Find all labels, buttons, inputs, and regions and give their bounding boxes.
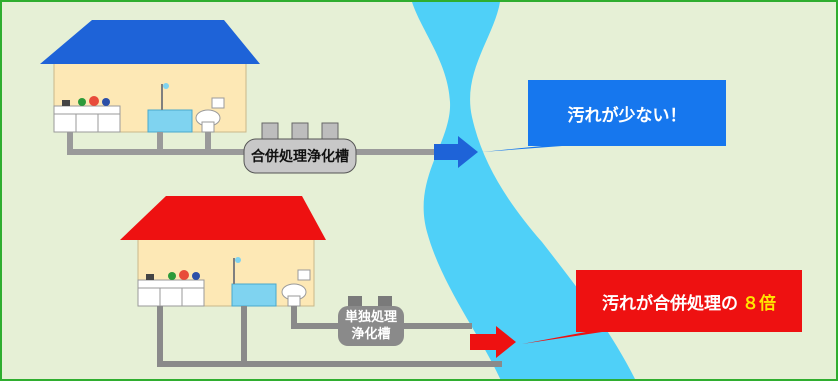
house-top (40, 20, 260, 133)
toilet-top (211, 97, 225, 109)
toilet-bottom (297, 269, 311, 281)
pipes-top (67, 132, 434, 155)
kitchen-counter-bottom (137, 279, 205, 307)
callout-bottom-text: 汚れが合併処理の ８倍 (576, 270, 802, 332)
house-bottom-roof (120, 196, 326, 240)
bathtub-bottom (231, 283, 277, 307)
pipes-bottom (157, 306, 502, 367)
callout-bottom-highlight: ８倍 (742, 293, 776, 314)
house-top-roof (40, 20, 260, 64)
tank-top-label: 合併処理浄化槽 (251, 149, 349, 165)
callout-top-text: 汚れが少ない！ (567, 105, 687, 126)
tank-bottom-label-line1: 単独処理 (344, 310, 397, 325)
callout-top-bubble (482, 80, 726, 152)
tank-bottom (338, 296, 404, 346)
tank-bottom-label-line2: 浄化槽 (351, 327, 391, 342)
kitchen-counter-top (53, 105, 121, 133)
tank-bottom-label: 単独処理 浄化槽 (338, 306, 404, 346)
arrow-top (434, 136, 478, 168)
house-bottom (120, 196, 326, 307)
callout-bottom-bubble (522, 270, 802, 344)
tank-top (243, 122, 357, 174)
arrow-bottom (470, 326, 516, 358)
bathtub-top (147, 109, 193, 133)
callout-bottom-main: 汚れが合併処理の (602, 293, 738, 314)
river (412, 2, 635, 379)
